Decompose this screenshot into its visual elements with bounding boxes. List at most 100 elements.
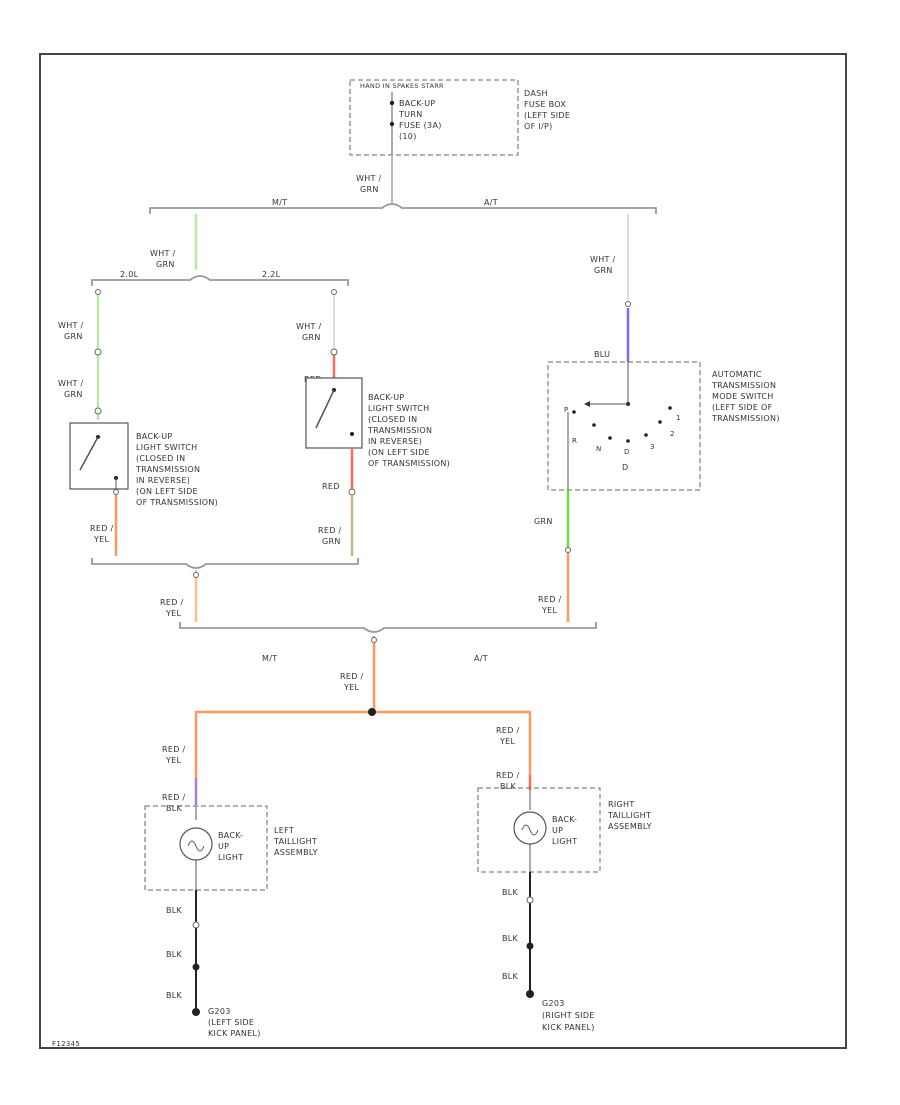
- right-switch-desc-5: IN REVERSE): [368, 437, 422, 446]
- left-lamp-wire-pin-1: RED /: [162, 793, 186, 802]
- right-ground-wire-1: BLK: [502, 888, 519, 897]
- left-lamp-assembly-1: LEFT: [274, 826, 294, 835]
- ground-icon: [192, 1008, 200, 1016]
- left-ground-loc-1: (LEFT SIDE: [208, 1018, 254, 1027]
- right-ground-id: G203: [542, 999, 565, 1008]
- junction-left-wire-2: YEL: [165, 609, 182, 618]
- right-switch-desc-3: (CLOSED IN: [368, 415, 417, 424]
- connector-pin: [95, 289, 101, 295]
- ground-splice: [526, 942, 534, 950]
- fuse-box: HAND IN SPAKES STARR BACK-UP TURN FUSE (…: [349, 79, 570, 156]
- left-switch-out-2: YEL: [93, 535, 110, 544]
- left-switch-wire-a-2: GRN: [64, 332, 83, 341]
- position-3: 3: [650, 443, 655, 451]
- bottom-merge-bus: [179, 622, 597, 633]
- switch-blade: [315, 389, 335, 429]
- left-lamp-label-1: BACK-: [218, 831, 243, 840]
- fuse-line-2: TURN: [398, 110, 423, 119]
- lamp-distribution-wire: [194, 710, 532, 780]
- connector-pin: [565, 547, 571, 553]
- engine-right-label: 2.2L: [262, 270, 281, 279]
- fuse-box-header: HAND IN SPAKES STARR: [360, 82, 444, 90]
- left-taillight: RED / YEL RED / BLK BACK- UP LIGHT LEFT …: [144, 745, 317, 1038]
- auto-trans-mode-switch: BLU P R N D 3 2 1 D AUTOMATIC TRANSMISSI…: [534, 301, 780, 622]
- at-wire-label-1: WHT /: [590, 255, 616, 264]
- engine-bus: [91, 275, 349, 286]
- switch-contact: [668, 406, 672, 410]
- right-ground-wire-2: BLK: [502, 934, 519, 943]
- top-bus: [149, 203, 657, 214]
- at-switch-desc-2: TRANSMISSION: [711, 381, 776, 390]
- position-p: P: [564, 406, 569, 414]
- lamp-bulb-icon: [513, 811, 547, 845]
- diagram-code: F12345: [52, 1040, 80, 1048]
- connector-pin: [193, 572, 199, 578]
- right-taillight-outline: [477, 787, 601, 873]
- position-1: 1: [676, 414, 681, 422]
- left-taillight-outline: [144, 805, 268, 891]
- position-r: R: [572, 437, 577, 445]
- top-bus-mt: M/T: [272, 198, 287, 207]
- right-lamp-wire-in-2: YEL: [499, 737, 516, 746]
- junction-right-wire-1: RED /: [538, 595, 562, 604]
- connector-pin: [331, 289, 337, 295]
- center-wire-1: RED /: [340, 672, 364, 681]
- switch-blade: [79, 436, 99, 471]
- connector-pin: [113, 489, 119, 495]
- fuse-terminal: [389, 100, 395, 106]
- fuse-location-2: FUSE BOX: [524, 100, 566, 109]
- left-switch-body: [69, 422, 129, 490]
- connector-pin: [371, 637, 377, 643]
- right-lamp-wire-pin-1: RED /: [496, 771, 520, 780]
- junction-at: A/T: [474, 654, 488, 663]
- right-switch-desc-6: (ON LEFT SIDE: [368, 448, 430, 457]
- right-switch-wire-a-1: WHT /: [296, 322, 322, 331]
- right-switch-desc-2: LIGHT SWITCH: [368, 404, 429, 413]
- right-lamp-assembly-1: RIGHT: [608, 800, 635, 809]
- right-taillight: RED / YEL RED / BLK BACK- UP LIGHT RIGHT…: [477, 726, 652, 1032]
- right-lamp-wire-pin-2: BLK: [500, 782, 517, 791]
- fuse-line-4: (10): [399, 132, 417, 141]
- right-switch-out-1: RED /: [318, 526, 342, 535]
- right-switch-out-2: GRN: [322, 537, 341, 546]
- mt-merge-bus: [91, 558, 359, 569]
- switch-contact: [592, 423, 596, 427]
- lamp-bulb-icon: [179, 827, 213, 861]
- right-backup-switch: WHT / GRN RED BACK-UP LIGHT SWITCH (CLOS…: [296, 289, 450, 556]
- right-ground-loc-1: (RIGHT SIDE: [542, 1011, 595, 1020]
- right-lamp-assembly-3: ASSEMBLY: [608, 822, 652, 831]
- right-lamp-label-3: LIGHT: [552, 837, 577, 846]
- switch-contact: [658, 420, 662, 424]
- arrow-icon: [584, 401, 590, 407]
- fuse-location-4: OF I/P): [524, 122, 553, 131]
- connector-pin: [192, 921, 200, 929]
- center-wire-2: YEL: [343, 683, 360, 692]
- junction-left-wire-1: RED /: [160, 598, 184, 607]
- connector-pin: [94, 407, 102, 415]
- diagram-frame: [39, 53, 847, 1049]
- left-switch-desc-3: (CLOSED IN: [136, 454, 185, 463]
- left-lamp-wire-in-1: RED /: [162, 745, 186, 754]
- right-lamp-wire-in-1: RED /: [496, 726, 520, 735]
- filament-icon: [521, 824, 539, 836]
- left-lamp-wire-in-2: YEL: [165, 756, 182, 765]
- left-switch-desc-2: LIGHT SWITCH: [136, 443, 197, 452]
- at-switch-desc-5: TRANSMISSION): [711, 414, 780, 423]
- main-wire-label-1: WHT /: [356, 174, 382, 183]
- left-switch-desc-1: BACK-UP: [136, 432, 172, 441]
- main-wire-label-2: GRN: [360, 185, 379, 194]
- right-switch-desc-7: OF TRANSMISSION): [368, 459, 450, 468]
- left-switch-wire-a-1: WHT /: [58, 321, 84, 330]
- right-switch-wire-mid: RED: [322, 482, 340, 491]
- position-d: D: [624, 448, 630, 456]
- mt-wire-label-2: GRN: [156, 260, 175, 269]
- left-ground-id: G203: [208, 1007, 231, 1016]
- at-switch-desc-3: MODE SWITCH: [712, 392, 774, 401]
- switch-contact: [644, 433, 648, 437]
- left-backup-switch: WHT / GRN WHT / GRN BACK-UP LIGHT SWITCH…: [58, 289, 218, 556]
- right-lamp-assembly-2: TAILLIGHT: [607, 811, 651, 820]
- at-wire-label-2: GRN: [594, 266, 613, 275]
- engine-left-label: 2.0L: [120, 270, 139, 279]
